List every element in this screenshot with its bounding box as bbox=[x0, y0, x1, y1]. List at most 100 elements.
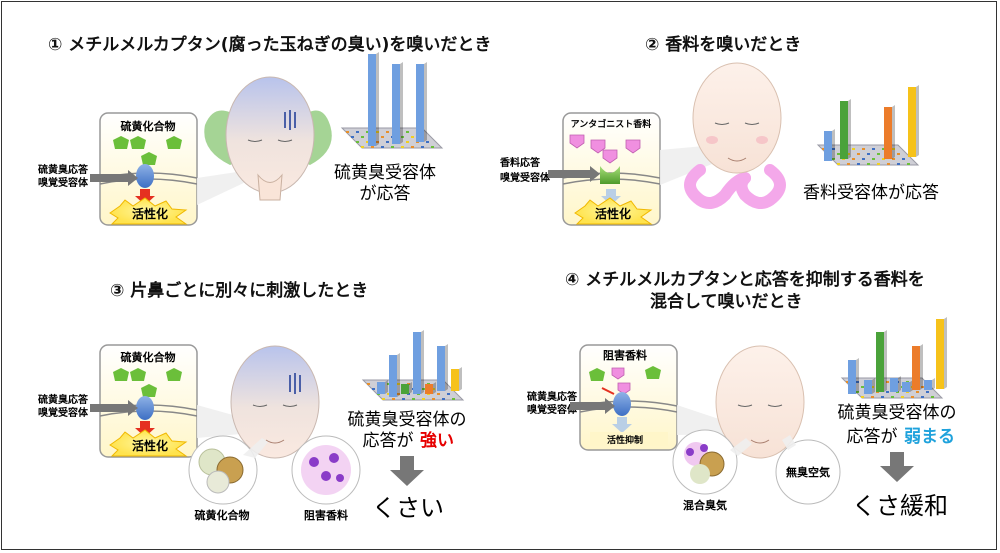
chart-bar-side bbox=[459, 367, 462, 391]
chart-bar bbox=[401, 384, 409, 394]
chart-grid-dot bbox=[381, 136, 384, 138]
chart-bar-side bbox=[409, 382, 412, 394]
chart-grid-dot bbox=[916, 391, 919, 393]
panel-4-activation-label: 活性抑制 bbox=[607, 434, 643, 446]
down-arrow-icon bbox=[135, 421, 155, 437]
chart-grid-dot bbox=[882, 158, 885, 160]
chart-bar bbox=[912, 346, 920, 390]
panel-3-bubble-left-label: 硫黄化合物 bbox=[195, 508, 250, 522]
chart-bar-side bbox=[884, 330, 887, 392]
panel-2-activation-label: 活性化 bbox=[595, 206, 631, 221]
panel-3-inset: 硫黄化合物 活性化 bbox=[99, 344, 198, 458]
chart-bar bbox=[425, 384, 433, 394]
panel-1-activation-label: 活性化 bbox=[132, 206, 168, 221]
chart-bar bbox=[389, 355, 397, 397]
chart-grid-dot bbox=[361, 136, 364, 138]
head-illustration bbox=[715, 345, 805, 459]
fragrance-bubble-icon bbox=[291, 435, 361, 505]
head-smiling-illustration bbox=[684, 62, 786, 210]
chart-grid-dot bbox=[426, 141, 429, 143]
chart-grid-dot bbox=[402, 398, 405, 400]
chart-grid-dot bbox=[846, 381, 849, 383]
chart-grid-dot bbox=[847, 163, 850, 165]
chart-grid-dot bbox=[386, 131, 389, 133]
chart-grid-dot bbox=[432, 398, 435, 400]
chart-bar bbox=[392, 64, 400, 144]
pointer-arrow-icon bbox=[570, 398, 615, 414]
chart-grid-dot bbox=[911, 396, 914, 398]
chart-grid-dot bbox=[386, 141, 389, 143]
chart-grid-dot bbox=[921, 386, 924, 388]
chart-grid-dot bbox=[921, 396, 924, 398]
chart-grid-dot bbox=[376, 141, 379, 143]
chart-grid-dot bbox=[422, 398, 425, 400]
panel-2-inset-label: アンタゴニスト香料 bbox=[571, 118, 652, 130]
chart-grid-dot bbox=[882, 148, 885, 150]
chart-bar bbox=[824, 131, 832, 161]
chart-grid-dot bbox=[406, 141, 409, 143]
chart-grid-dot bbox=[847, 153, 850, 155]
chart-grid-dot bbox=[401, 146, 404, 148]
chart-bar-side bbox=[848, 99, 851, 159]
chart-bar-side bbox=[872, 378, 875, 394]
chart-bar bbox=[416, 64, 424, 142]
sulfur-molecule-icons bbox=[113, 136, 182, 165]
chart-bar-side bbox=[421, 330, 424, 394]
chart-bar-side bbox=[920, 344, 923, 390]
panel-3: ③ 片鼻ごとに別々に刺激したとき 硫黄化合物 活性化 硫黄臭応答 嗅覚受容体 bbox=[38, 280, 467, 522]
chart-grid-dot bbox=[392, 398, 395, 400]
chart-bar-side bbox=[385, 380, 388, 394]
chart-bar-side bbox=[424, 62, 427, 142]
chart-grid-dot bbox=[877, 153, 880, 155]
result-arrow-icon bbox=[880, 452, 914, 482]
panel-3-title: ③ 片鼻ごとに別々に刺激したとき bbox=[110, 280, 368, 301]
panel-3-activation-label: 活性化 bbox=[132, 438, 168, 453]
chart-bar bbox=[924, 380, 932, 390]
panel-1-receptor-label-2: 嗅覚受容体 bbox=[38, 176, 89, 189]
chart-grid-dot bbox=[412, 398, 415, 400]
panel-4-response-emphasis: 弱まる bbox=[904, 427, 955, 447]
chart-grid-dot bbox=[867, 163, 870, 165]
activation-burst-icon bbox=[109, 197, 188, 225]
chart-grid-dot bbox=[387, 393, 390, 395]
panel-3-result: くさい bbox=[372, 494, 444, 522]
chart-grid-dot bbox=[871, 396, 874, 398]
panel-4-receptor-label-2: 嗅覚受容体 bbox=[527, 403, 578, 416]
sulfur-molecule-icons bbox=[589, 366, 661, 381]
chart-grid-dot bbox=[351, 136, 354, 138]
panel-2-response-line-1: 香料受容体が応答 bbox=[803, 183, 939, 203]
activation-burst-icon bbox=[109, 429, 188, 457]
chart-grid-dot bbox=[907, 163, 910, 165]
chart-grid-dot bbox=[902, 158, 905, 160]
chart-grid-dot bbox=[411, 136, 414, 138]
chart-bar-side bbox=[916, 85, 919, 157]
panel-1-receptor-label-1: 硫黄臭応答 bbox=[38, 163, 89, 176]
panel-3-receptor-label-2: 嗅覚受容体 bbox=[38, 406, 89, 419]
chart-bar-side bbox=[445, 344, 448, 391]
panel-3-inset-label: 硫黄化合物 bbox=[121, 350, 176, 364]
chart-grid-dot bbox=[881, 396, 884, 398]
chart-grid-dot bbox=[857, 153, 860, 155]
chart-bar-side bbox=[944, 317, 947, 389]
chart-grid-dot bbox=[856, 381, 859, 383]
chart-grid-dot bbox=[856, 391, 859, 393]
chart-grid-dot bbox=[861, 396, 864, 398]
mixed-odor-bubble-icon bbox=[672, 429, 738, 495]
chart-grid-dot bbox=[852, 148, 855, 150]
chart-bar-side bbox=[932, 378, 935, 390]
chart-grid-dot bbox=[822, 148, 825, 150]
chart-grid-dot bbox=[852, 158, 855, 160]
chart-grid-dot bbox=[877, 163, 880, 165]
panel-1: ① メチルメルカプタン(腐った玉ねぎの臭い)を嗅いだとき 硫黄化合物 活性化 硫… bbox=[38, 34, 491, 226]
panel-1-response-line-1: 硫黄臭受容体 bbox=[334, 163, 436, 183]
chart-grid-dot bbox=[892, 148, 895, 150]
fragrance-molecule-icons bbox=[569, 134, 641, 164]
chart-grid-dot bbox=[422, 388, 425, 390]
pointer-arrow-icon bbox=[90, 400, 138, 416]
panel-4-bubble-right-label: 無臭空気 bbox=[786, 465, 830, 479]
panel-4-title-line-1: ④ メチルメルカプタンと応答を抑制する香料を bbox=[565, 269, 925, 290]
chart-bar-side bbox=[433, 382, 436, 394]
panel-4-response-line-2-pre: 応答が bbox=[847, 427, 898, 447]
chart-grid-dot bbox=[397, 383, 400, 385]
